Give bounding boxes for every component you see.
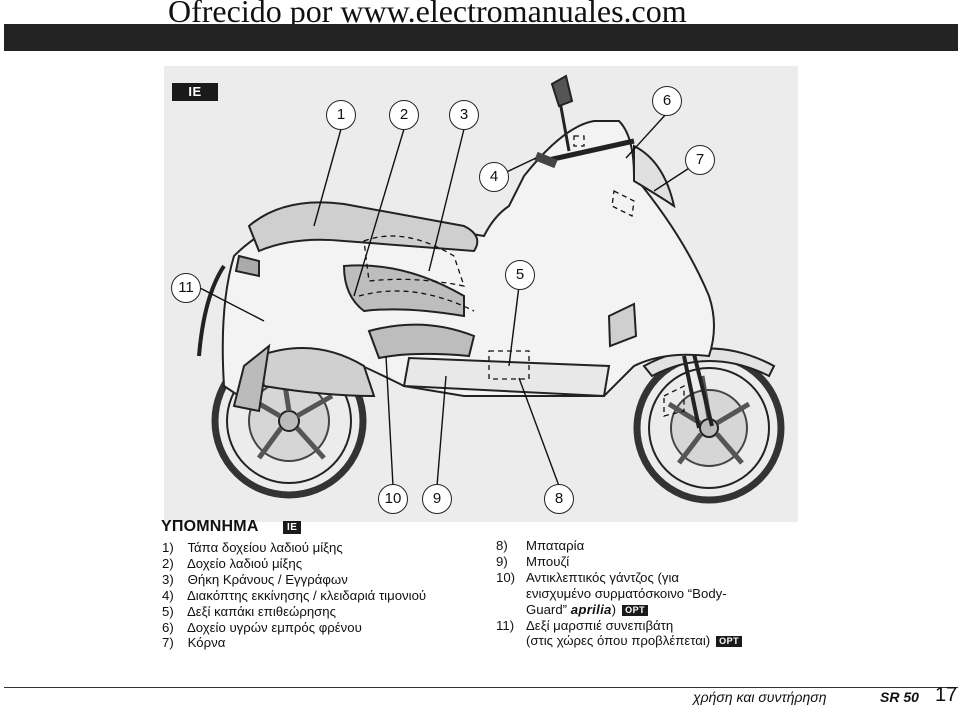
legend-item-2: 2) Δοχείο λαδιού μίξης [162, 555, 303, 571]
legend-item-11-line2: (στις χώρες όπου προβλέπεται)OPT [496, 633, 743, 649]
legend-title: ΥΠΟΜΝΗΜΑ [161, 518, 259, 535]
legend-tag-ie: IE [283, 521, 302, 534]
callout-9: 9 [422, 484, 452, 514]
callout-7: 7 [685, 145, 715, 175]
legend-item-8: 8)Μπαταρία [496, 538, 585, 553]
scooter-drawing [197, 74, 785, 504]
legend-list-right: 8)Μπαταρία 9)Μπουζί 10)Αντικλεπτικός γάν… [496, 538, 743, 649]
figure-tag-ie: IE [172, 83, 218, 101]
callout-8: 8 [544, 484, 574, 514]
front-wheel [633, 352, 785, 504]
scooter-figure: IE 1 2 3 4 5 6 7 8 9 10 11 [164, 66, 798, 522]
callout-3: 3 [449, 100, 479, 130]
legend-item-3: 3) Θήκη Κράνους / Εγγράφων [162, 571, 348, 587]
callout-5: 5 [505, 260, 535, 290]
legend-item-10-line3: Guard” aprilia)OPT [496, 602, 742, 618]
legend-item-10: 10)Αντικλεπτικός γάντζος (για [496, 569, 680, 585]
callout-2: 2 [389, 100, 419, 130]
callout-4: 4 [479, 162, 509, 192]
callout-11: 11 [171, 273, 201, 303]
legend-item-7: 7) Κόρνα [162, 635, 226, 651]
legend-item-1: 1) Τάπα δοχείου λαδιού μίξης [162, 540, 343, 555]
legend-item-9: 9)Μπουζί [496, 553, 570, 569]
page-number: 17 [935, 684, 958, 706]
opt-badge: OPT [622, 604, 649, 616]
callout-1: 1 [326, 100, 356, 130]
callout-10: 10 [378, 484, 408, 514]
legend-list-left: 1) Τάπα δοχείου λαδιού μίξης 2) Δοχείο λ… [162, 540, 426, 651]
legend-item-4: 4) Διακόπτης εκκίνησης / κλειδαριά τιμον… [162, 587, 427, 603]
aprilia-brand: aprilia [570, 601, 612, 617]
footer-model: SR 50 [880, 689, 919, 705]
header-bar [4, 24, 958, 51]
footer-divider [4, 687, 958, 688]
seat [247, 201, 479, 253]
legend-item-5: 5) Δεξί καπάκι επιθεώρησης [162, 603, 336, 619]
legend-item-11: 11)Δεξί μαρσπιέ συνεπιβάτη [496, 617, 674, 633]
callout-6: 6 [652, 86, 682, 116]
opt-badge: OPT [716, 636, 743, 648]
legend-item-6: 6) Δοχείο υγρών εμπρός φρένου [162, 619, 362, 635]
legend-item-10-line2: ενισχυμένο συρματόσκοινο “Body- [526, 585, 727, 601]
footer-section-title: χρήση και συντήρηση [693, 689, 827, 705]
